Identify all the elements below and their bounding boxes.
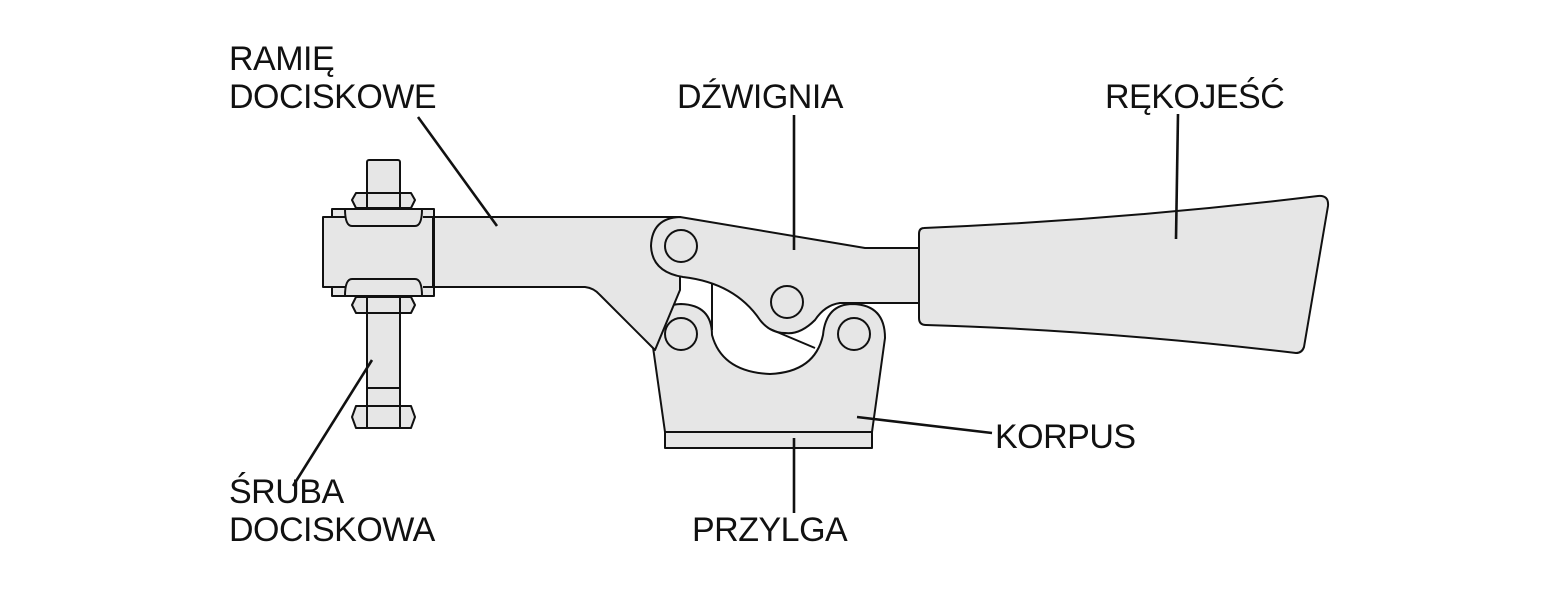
pivot-pin xyxy=(664,229,698,263)
leader-ramie xyxy=(416,116,499,227)
pivot-pin xyxy=(664,317,698,351)
leader-sruba xyxy=(291,359,374,487)
pivot-pin xyxy=(770,285,804,319)
screw-head xyxy=(351,405,416,429)
body xyxy=(650,303,886,433)
lever xyxy=(650,216,920,335)
arm-head xyxy=(322,216,434,288)
label-line: DOCISKOWE xyxy=(229,78,437,116)
label-line: RAMIĘ xyxy=(229,40,335,78)
label-dzwignia: DŹWIGNIA xyxy=(677,78,843,116)
label-przylga: PRZYLGA xyxy=(692,511,848,549)
leader-rekojesc xyxy=(1174,113,1180,240)
label-sruba-dociskowa: ŚRUBA DOCISKOWA xyxy=(229,473,435,549)
nut-top xyxy=(351,192,416,209)
screw-shaft xyxy=(366,311,401,407)
label-rekojesc: RĘKOJEŚĆ xyxy=(1105,78,1285,116)
nut-bottom xyxy=(351,296,416,314)
screw-top xyxy=(366,159,401,195)
leader-korpus xyxy=(856,415,993,435)
handle xyxy=(918,194,1330,354)
label-korpus: KORPUS xyxy=(995,418,1136,456)
label-line: ŚRUBA xyxy=(229,473,344,511)
clamp-arm xyxy=(432,216,681,351)
label-line: DOCISKOWA xyxy=(229,511,435,549)
base-pad xyxy=(664,431,873,449)
label-ramie-dociskowe: RAMIĘ DOCISKOWE xyxy=(229,40,437,116)
pivot-pin xyxy=(837,317,871,351)
